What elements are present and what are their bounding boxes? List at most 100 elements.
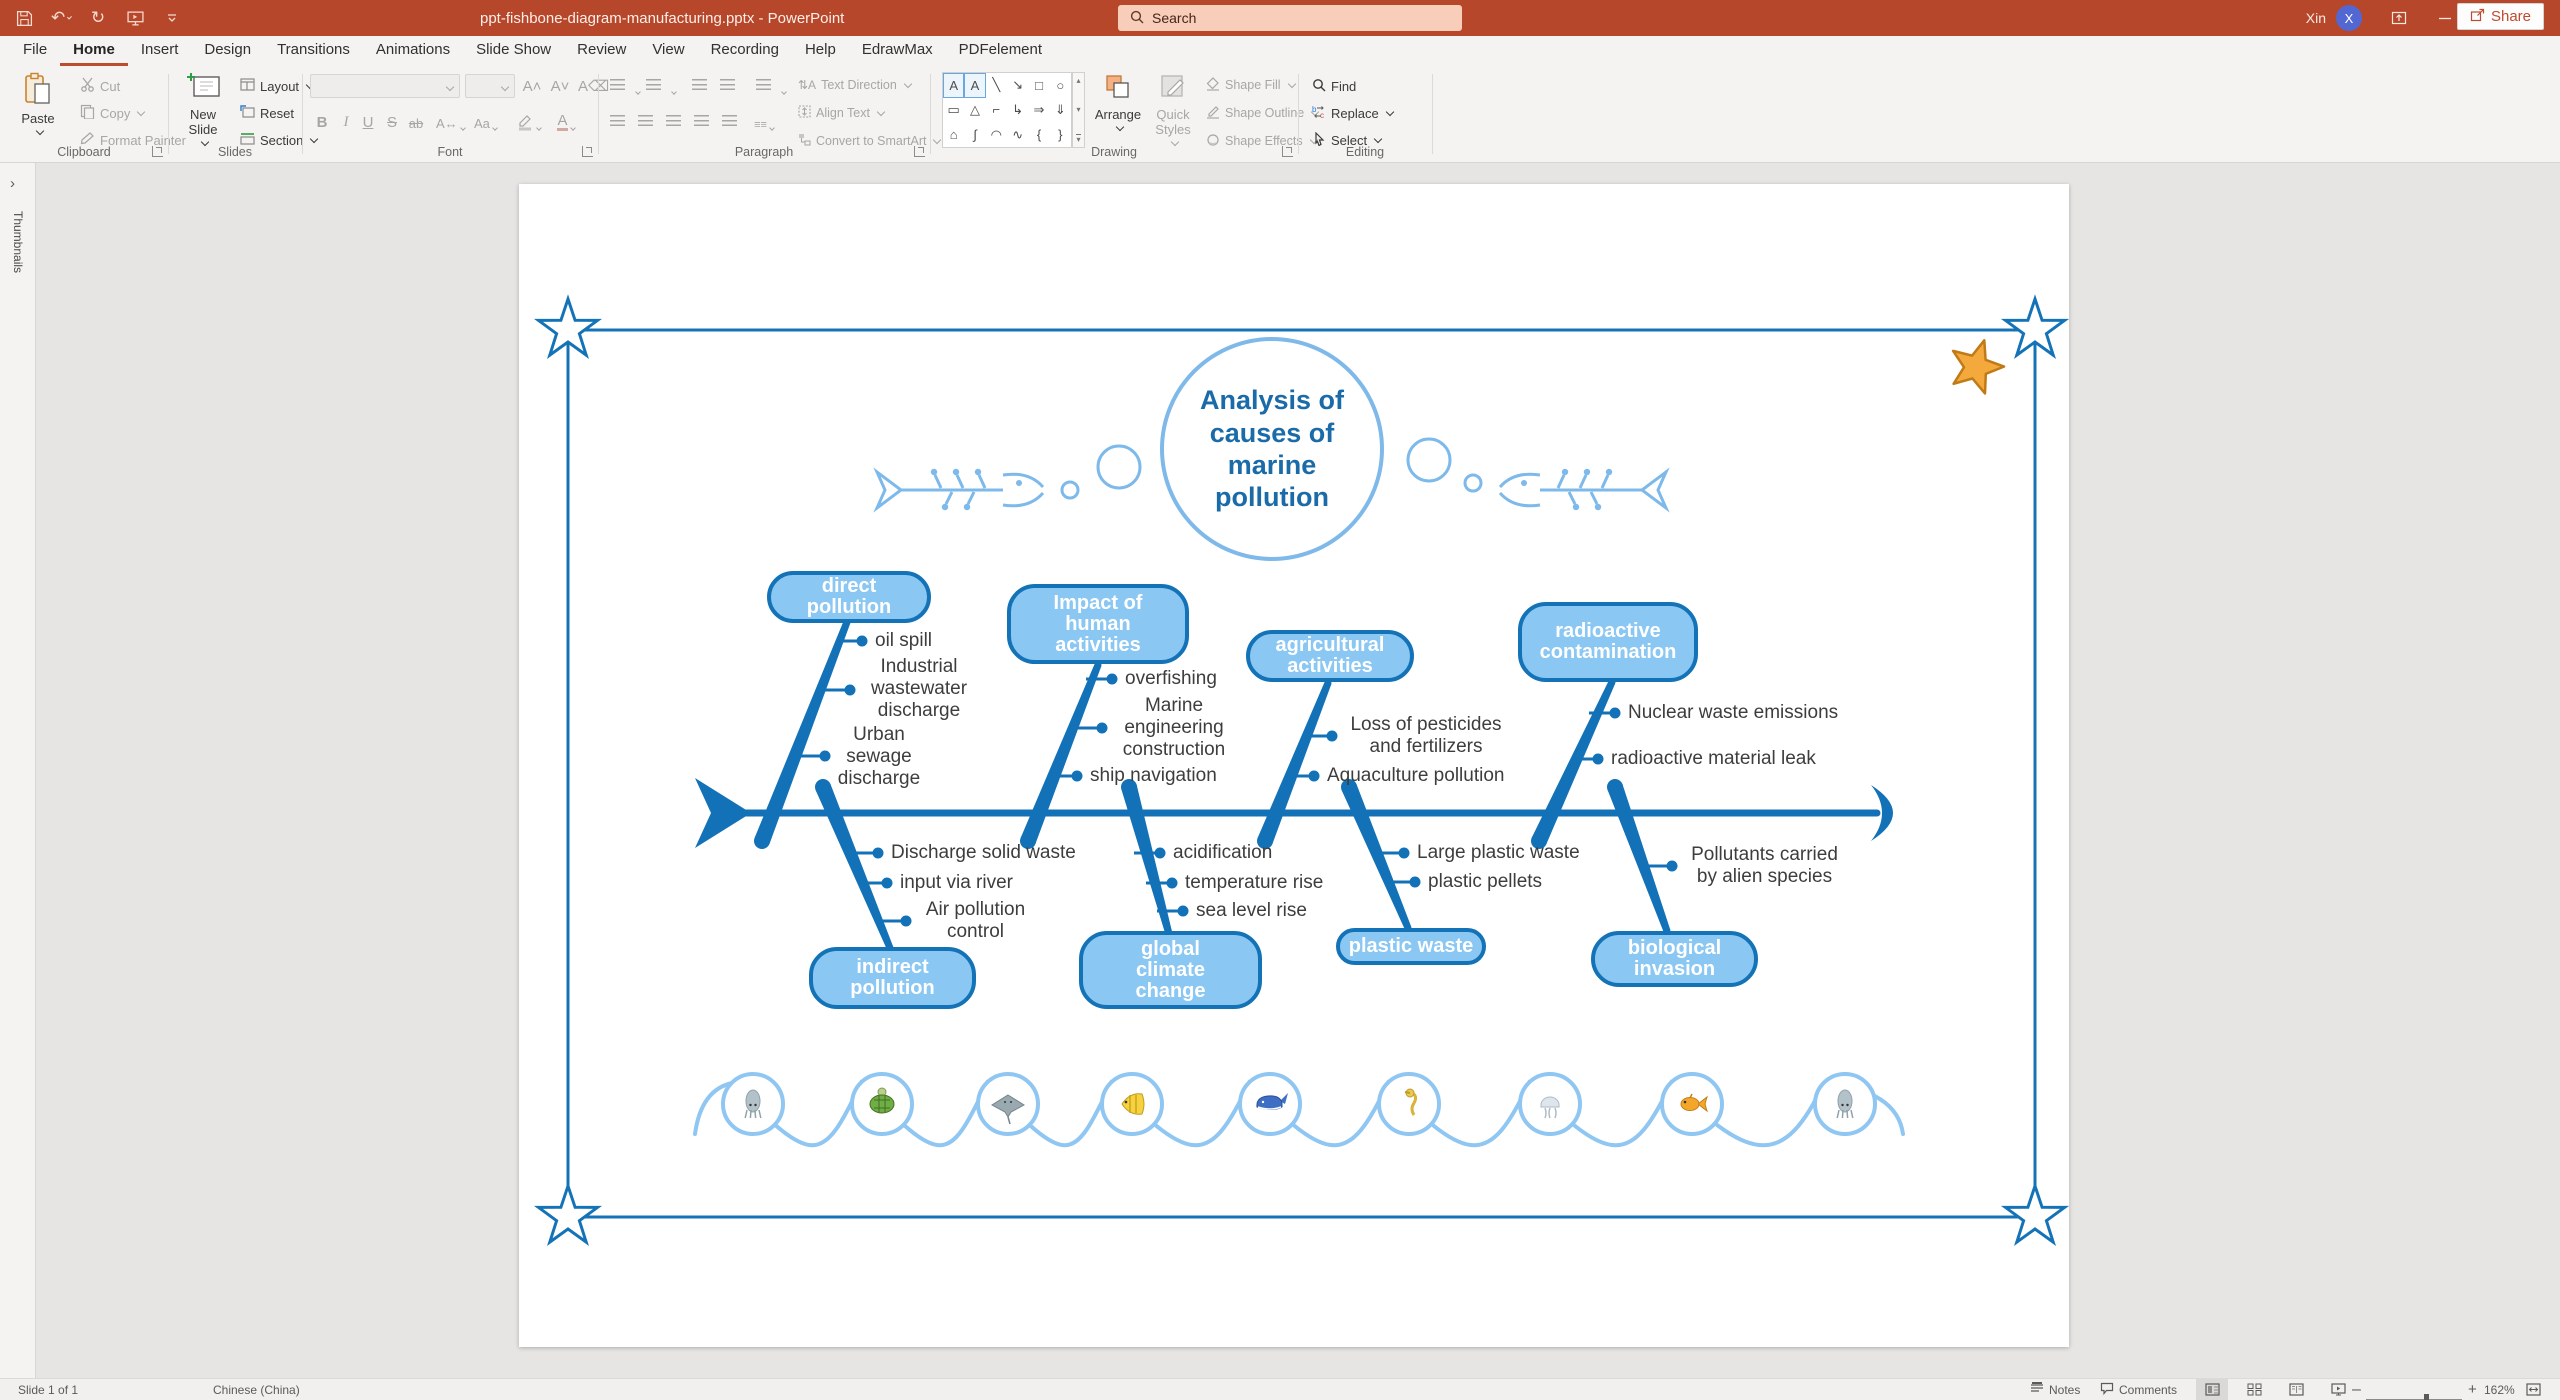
- rectangle-shape-icon[interactable]: □: [1035, 77, 1043, 93]
- font-dialog-launcher-icon[interactable]: [582, 146, 593, 157]
- tab-edrawmax[interactable]: EdrawMax: [861, 41, 933, 58]
- starfish-shape[interactable]: [1951, 339, 2006, 395]
- category-box-agricultural-activities[interactable]: agricultural activities: [1246, 630, 1414, 682]
- language-indicator[interactable]: Chinese (China): [213, 1382, 300, 1397]
- problem-head-circle[interactable]: Analysis of causes of marine pollution: [1160, 337, 1384, 561]
- right-brace-shape-icon[interactable]: }: [1058, 127, 1063, 143]
- decrease-indent-icon[interactable]: [692, 79, 707, 90]
- shape-outline-button[interactable]: Shape Outline: [1206, 102, 1320, 124]
- text-direction-button[interactable]: ⇅A Text Direction: [798, 74, 913, 96]
- minimize-button[interactable]: [2422, 0, 2468, 36]
- sea-creatures-wave[interactable]: [693, 1072, 1905, 1148]
- layout-button[interactable]: Layout: [240, 75, 315, 97]
- cause-label[interactable]: Nuclear waste emissions: [1628, 702, 1839, 723]
- quick-styles-button[interactable]: Quick Styles: [1146, 72, 1200, 147]
- cause-label[interactable]: oil spill: [875, 630, 933, 651]
- tab-insert[interactable]: Insert: [140, 41, 179, 58]
- cause-label[interactable]: Marine engineering construction: [1122, 695, 1226, 760]
- tab-help[interactable]: Help: [804, 41, 836, 58]
- cause-label[interactable]: Industrial wastewater discharge: [870, 656, 968, 721]
- freeform-shape-icon[interactable]: ⌂: [949, 127, 958, 143]
- textbox-vertical-icon[interactable]: A: [964, 73, 986, 98]
- tab-design[interactable]: Design: [204, 41, 252, 58]
- reset-button[interactable]: Reset: [240, 102, 294, 124]
- columns-icon[interactable]: [722, 115, 737, 126]
- fish-skeleton-decoration[interactable]: [873, 437, 1670, 513]
- paste-button[interactable]: Paste: [8, 72, 68, 136]
- tab-transitions[interactable]: Transitions: [277, 41, 350, 58]
- convert-to-smartart-button[interactable]: Convert to SmartArt: [798, 130, 942, 152]
- rounded-rectangle-shape-icon[interactable]: ▭: [947, 101, 960, 117]
- shape-fill-button[interactable]: Shape Fill: [1206, 74, 1296, 96]
- text-shadow-icon[interactable]: ab: [408, 116, 424, 131]
- fit-slide-to-window-icon[interactable]: [2526, 1379, 2541, 1400]
- numbering-icon[interactable]: [646, 79, 661, 90]
- cause-label[interactable]: Air pollution control: [925, 899, 1026, 942]
- format-painter-button[interactable]: Format Painter: [80, 129, 186, 151]
- cause-label[interactable]: sea level rise: [1196, 900, 1307, 921]
- ribbon-display-options-icon[interactable]: [2376, 0, 2422, 36]
- category-box-direct-pollution[interactable]: direct pollution: [767, 571, 931, 623]
- increase-font-size-icon[interactable]: A˄: [522, 78, 542, 95]
- cause-label[interactable]: radioactive material leak: [1611, 748, 1816, 769]
- start-slideshow-icon[interactable]: [125, 8, 145, 28]
- line-shape-icon[interactable]: ╲: [992, 77, 1001, 93]
- clipboard-dialog-launcher-icon[interactable]: [152, 146, 163, 157]
- font-name-combobox[interactable]: [310, 74, 460, 98]
- align-left-icon[interactable]: [610, 115, 625, 126]
- triangle-shape-icon[interactable]: △: [969, 101, 980, 117]
- align-right-icon[interactable]: [666, 115, 681, 126]
- arrow-shape-icon[interactable]: ↘: [1012, 77, 1024, 93]
- slideshow-view-button[interactable]: [2322, 1379, 2354, 1400]
- font-size-combobox[interactable]: [465, 74, 515, 98]
- tab-pdfelement[interactable]: PDFelement: [958, 41, 1043, 58]
- cause-label[interactable]: temperature rise: [1185, 872, 1324, 893]
- category-box-plastic-waste[interactable]: plastic waste: [1336, 928, 1486, 965]
- curve-shape-icon[interactable]: ∿: [1012, 126, 1024, 142]
- italic-icon[interactable]: I: [343, 114, 349, 130]
- textbox-horizontal-icon[interactable]: A: [943, 73, 965, 98]
- tab-view[interactable]: View: [652, 41, 685, 58]
- strikethrough-icon[interactable]: S: [386, 114, 397, 131]
- user-avatar[interactable]: X: [2336, 5, 2362, 31]
- select-button[interactable]: Select: [1312, 129, 1383, 151]
- zoom-slider[interactable]: [2366, 1389, 2462, 1400]
- block-arrow-right-icon[interactable]: ⇒: [1033, 101, 1045, 117]
- cause-label[interactable]: input via river: [900, 872, 1013, 893]
- notes-toggle[interactable]: Notes: [2030, 1379, 2080, 1400]
- justify-icon[interactable]: [694, 115, 709, 126]
- share-button[interactable]: Share: [2456, 3, 2544, 30]
- left-brace-shape-icon[interactable]: {: [1036, 127, 1042, 143]
- customize-qat-icon[interactable]: [162, 8, 182, 28]
- cause-label[interactable]: Urban sewage discharge: [837, 724, 921, 789]
- tab-slide-show[interactable]: Slide Show: [476, 41, 552, 58]
- category-box-global-climate-change[interactable]: global climate change: [1079, 931, 1262, 1009]
- cause-label[interactable]: Aquaculture pollution: [1327, 765, 1505, 786]
- slide[interactable]: Analysis of causes of marine pollution d…: [519, 184, 2069, 1347]
- bold-icon[interactable]: B: [316, 114, 328, 131]
- normal-view-button[interactable]: [2196, 1379, 2228, 1400]
- cause-label[interactable]: overfishing: [1125, 668, 1217, 689]
- save-icon[interactable]: [14, 8, 34, 28]
- align-center-icon[interactable]: [638, 115, 653, 126]
- section-button[interactable]: Section: [240, 129, 319, 151]
- clear-formatting-icon[interactable]: A⌫: [578, 78, 610, 95]
- character-spacing-icon[interactable]: A↔: [436, 111, 466, 131]
- cause-label[interactable]: Pollutants carried by alien species: [1691, 844, 1838, 887]
- oval-shape-icon[interactable]: ○: [1056, 77, 1065, 93]
- drawing-dialog-launcher-icon[interactable]: [1282, 146, 1293, 157]
- cause-label[interactable]: Loss of pesticides and fertilizers: [1350, 714, 1502, 757]
- shapes-gallery[interactable]: A A ╲ ↘ □ ○ ▭ △ ⌐ ↳ ⇒ ⇓ ⌂ ∫ ◠ ∿ { }: [942, 72, 1072, 148]
- new-slide-button[interactable]: New Slide: [174, 72, 232, 147]
- block-arrow-down-icon[interactable]: ⇓: [1054, 101, 1066, 117]
- font-color-icon[interactable]: A: [556, 111, 576, 131]
- fishbone-spine[interactable]: [695, 778, 1893, 848]
- cause-label[interactable]: ship navigation: [1090, 765, 1217, 786]
- arrange-button[interactable]: Arrange: [1090, 72, 1146, 132]
- copy-button[interactable]: Copy: [80, 102, 146, 124]
- cause-label[interactable]: plastic pellets: [1428, 871, 1543, 892]
- cut-button[interactable]: Cut: [80, 75, 120, 97]
- tab-recording[interactable]: Recording: [710, 41, 779, 58]
- decorative-border[interactable]: [533, 294, 2069, 1246]
